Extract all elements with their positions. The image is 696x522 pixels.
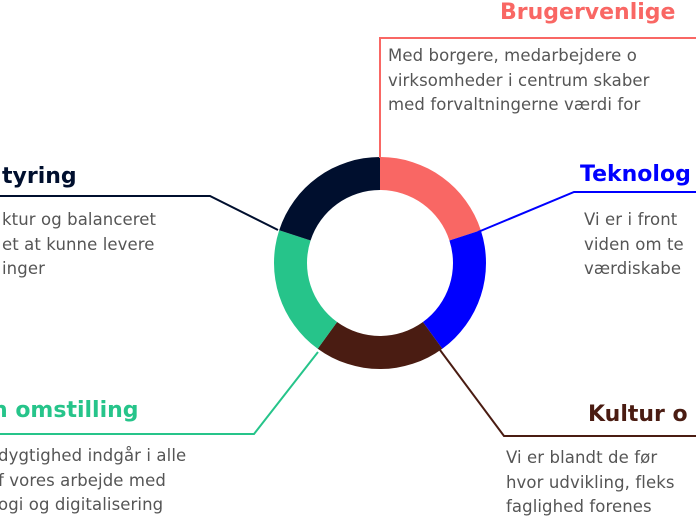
omstilling-donut-segment [274, 230, 338, 349]
teknologi-donut-segment [422, 230, 487, 349]
bruger-donut-segment [380, 157, 481, 241]
teknologi-title: Teknolog [580, 162, 691, 187]
kultur-line-2: hvor udvikling, fleks [506, 472, 675, 492]
kultur-line-3: faglighed forenes [506, 497, 652, 516]
styring-title: tyring [2, 164, 77, 189]
styring-line-1: ktur og balanceret [2, 210, 157, 229]
omstilling-line-1: dygtighed indgår i alle [0, 446, 187, 465]
donut-ring [274, 157, 487, 369]
styring-connector-line [0, 195, 279, 231]
bruger-connector-line [379, 37, 696, 158]
styring-line-2: et at kunne levere [2, 234, 155, 254]
kultur-description: Vi er blandt de før hvor udvikling, flek… [506, 446, 675, 520]
bruger-line-3: med forvaltningerne værdi for [388, 95, 641, 114]
omstilling-line-3: ogi og digitalisering [0, 495, 164, 514]
bruger-description: Med borgere, medarbejdere o virksomheder… [388, 44, 650, 118]
omstilling-line-2: f vores arbejde med [0, 470, 166, 490]
bruger-line-2: virksomheder i centrum skaber [388, 70, 650, 90]
kultur-connector-line [439, 349, 696, 437]
styring-description: ktur og balanceret et at kunne levere in… [2, 208, 156, 282]
teknologi-line-2: viden om te [584, 234, 684, 254]
omstilling-description: dygtighed indgår i alle f vores arbejde … [0, 444, 186, 518]
teknologi-line-1: Vi er i front [584, 210, 678, 229]
styring-line-3: inger [2, 259, 45, 278]
bruger-title: Brugervenlige [500, 0, 676, 25]
teknologi-line-3: værdiskabe [584, 259, 682, 278]
kultur-title: Kultur o [588, 402, 688, 427]
teknologi-description: Vi er i front viden om te værdiskabe [584, 208, 684, 282]
styring-donut-segment [279, 157, 380, 241]
kultur-line-1: Vi er blandt de før [506, 448, 658, 467]
omstilling-connector-line [0, 351, 319, 435]
omstilling-title: n omstilling [0, 398, 139, 423]
bruger-line-1: Med borgere, medarbejdere o [388, 46, 637, 65]
teknologi-connector-line [477, 191, 696, 233]
kultur-donut-segment [317, 322, 443, 369]
